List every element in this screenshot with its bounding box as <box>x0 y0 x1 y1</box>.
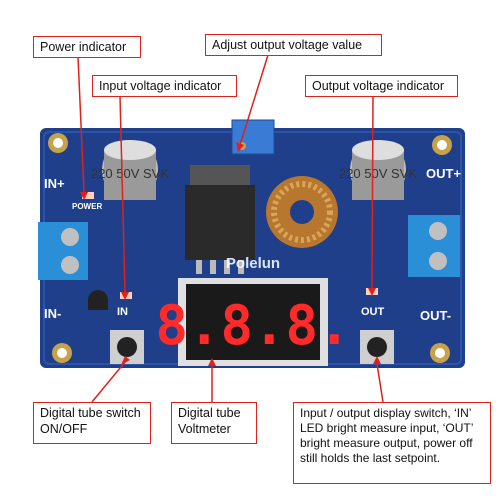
power-silk-label: POWER <box>72 202 102 211</box>
adjust-output-callout: Adjust output voltage value <box>205 34 382 56</box>
regulator-ic <box>185 165 255 274</box>
mounting-hole <box>432 135 452 155</box>
mounting-hole <box>52 343 72 363</box>
output-voltage-indicator-callout: Output voltage indicator <box>305 75 458 97</box>
seven-segment-display <box>178 278 328 366</box>
input-terminal-block <box>38 222 88 280</box>
in-silk-label: IN <box>117 306 128 318</box>
display-readout: 8.8.8. <box>155 294 350 357</box>
mounting-hole <box>48 133 68 153</box>
power-indicator-callout: Power indicator <box>33 36 141 58</box>
input-voltage-indicator-callout: Input voltage indicator <box>92 75 237 97</box>
callout-pointers <box>77 54 384 403</box>
watermark: Polelun <box>226 255 280 272</box>
toroid-inductor <box>266 176 338 248</box>
out-minus-label: OUT- <box>420 308 451 323</box>
out-silk-label: OUT <box>361 306 385 318</box>
callout-arrowheads <box>80 142 381 366</box>
cap-right-label: 220 50V SVK <box>339 166 417 181</box>
mounting-hole <box>430 343 450 363</box>
cap-left-label: 220 50V SVK <box>91 166 169 181</box>
io-switch-callout: Input / output display switch, ‘IN’ LED … <box>293 402 491 484</box>
tube-switch-callout: Digital tube switch ON/OFF <box>33 402 151 444</box>
power-led <box>82 192 94 199</box>
output-terminal-block <box>408 215 460 277</box>
input-capacitor <box>102 140 158 200</box>
in-plus-label: IN+ <box>44 176 65 191</box>
transistor <box>88 290 108 310</box>
out-plus-label: OUT+ <box>426 166 461 181</box>
tube-voltmeter-callout: Digital tube Voltmeter <box>171 402 257 444</box>
in-minus-label: IN- <box>44 306 61 321</box>
output-capacitor <box>350 140 406 200</box>
